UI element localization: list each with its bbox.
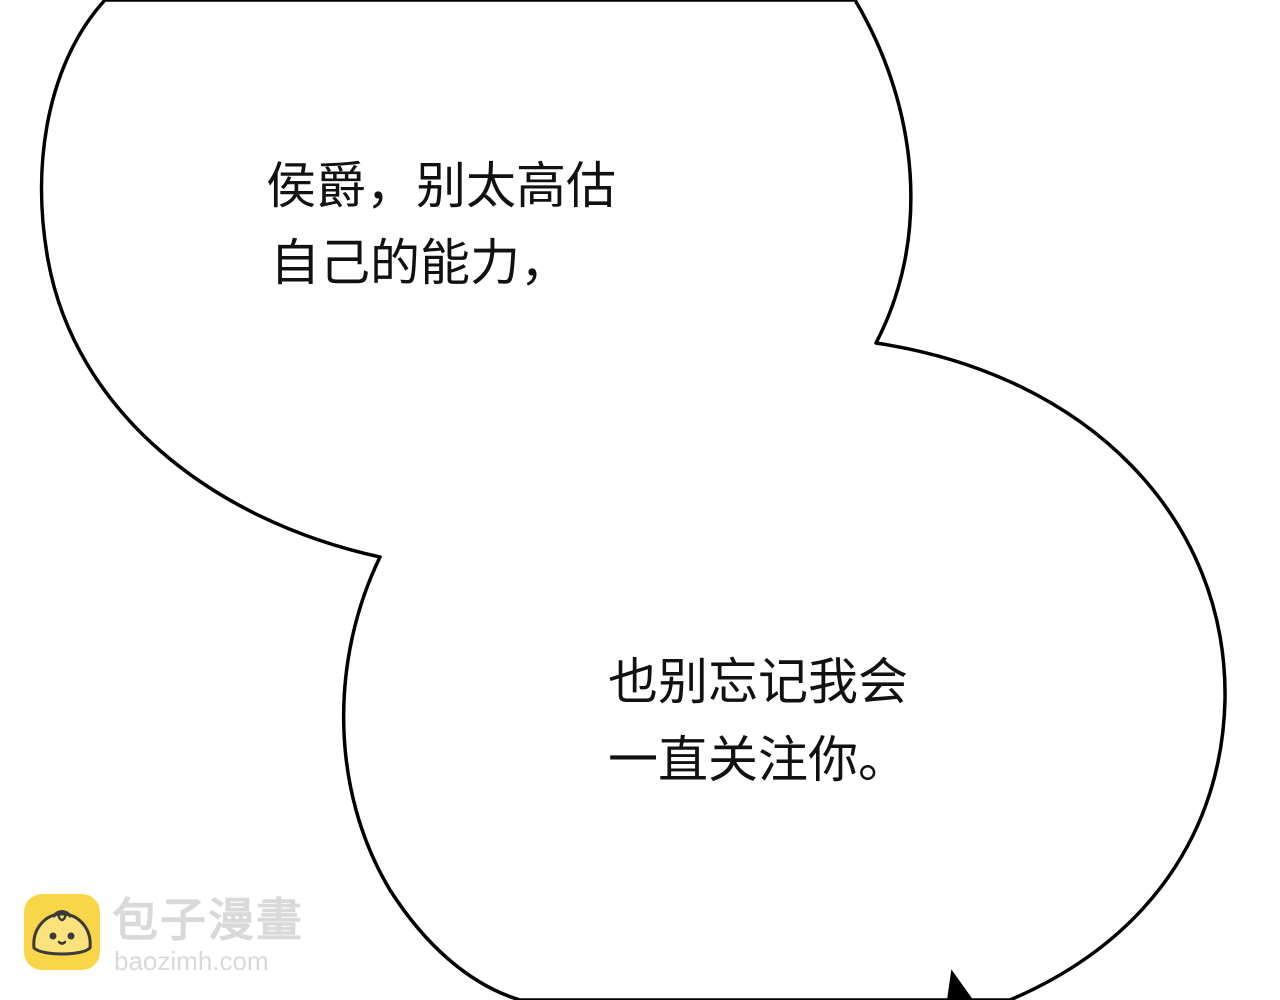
speech-bubble-outline bbox=[39, 0, 1227, 1000]
dialogue-line: 也别忘记我会 bbox=[608, 653, 908, 711]
dialogue-line: 一直关注你。 bbox=[608, 731, 908, 789]
bun-mascot-icon bbox=[24, 894, 100, 970]
dialogue-line: 自己的能力， bbox=[270, 234, 570, 292]
dialogue-line: 侯爵，别太高估 bbox=[266, 157, 616, 215]
speech-bubble-tail bbox=[946, 969, 974, 1000]
watermark-brand-name: 包子漫畫 bbox=[112, 893, 304, 947]
watermark: 包子漫畫 baozimh.com bbox=[24, 892, 324, 976]
watermark-url: baozimh.com bbox=[114, 946, 269, 976]
